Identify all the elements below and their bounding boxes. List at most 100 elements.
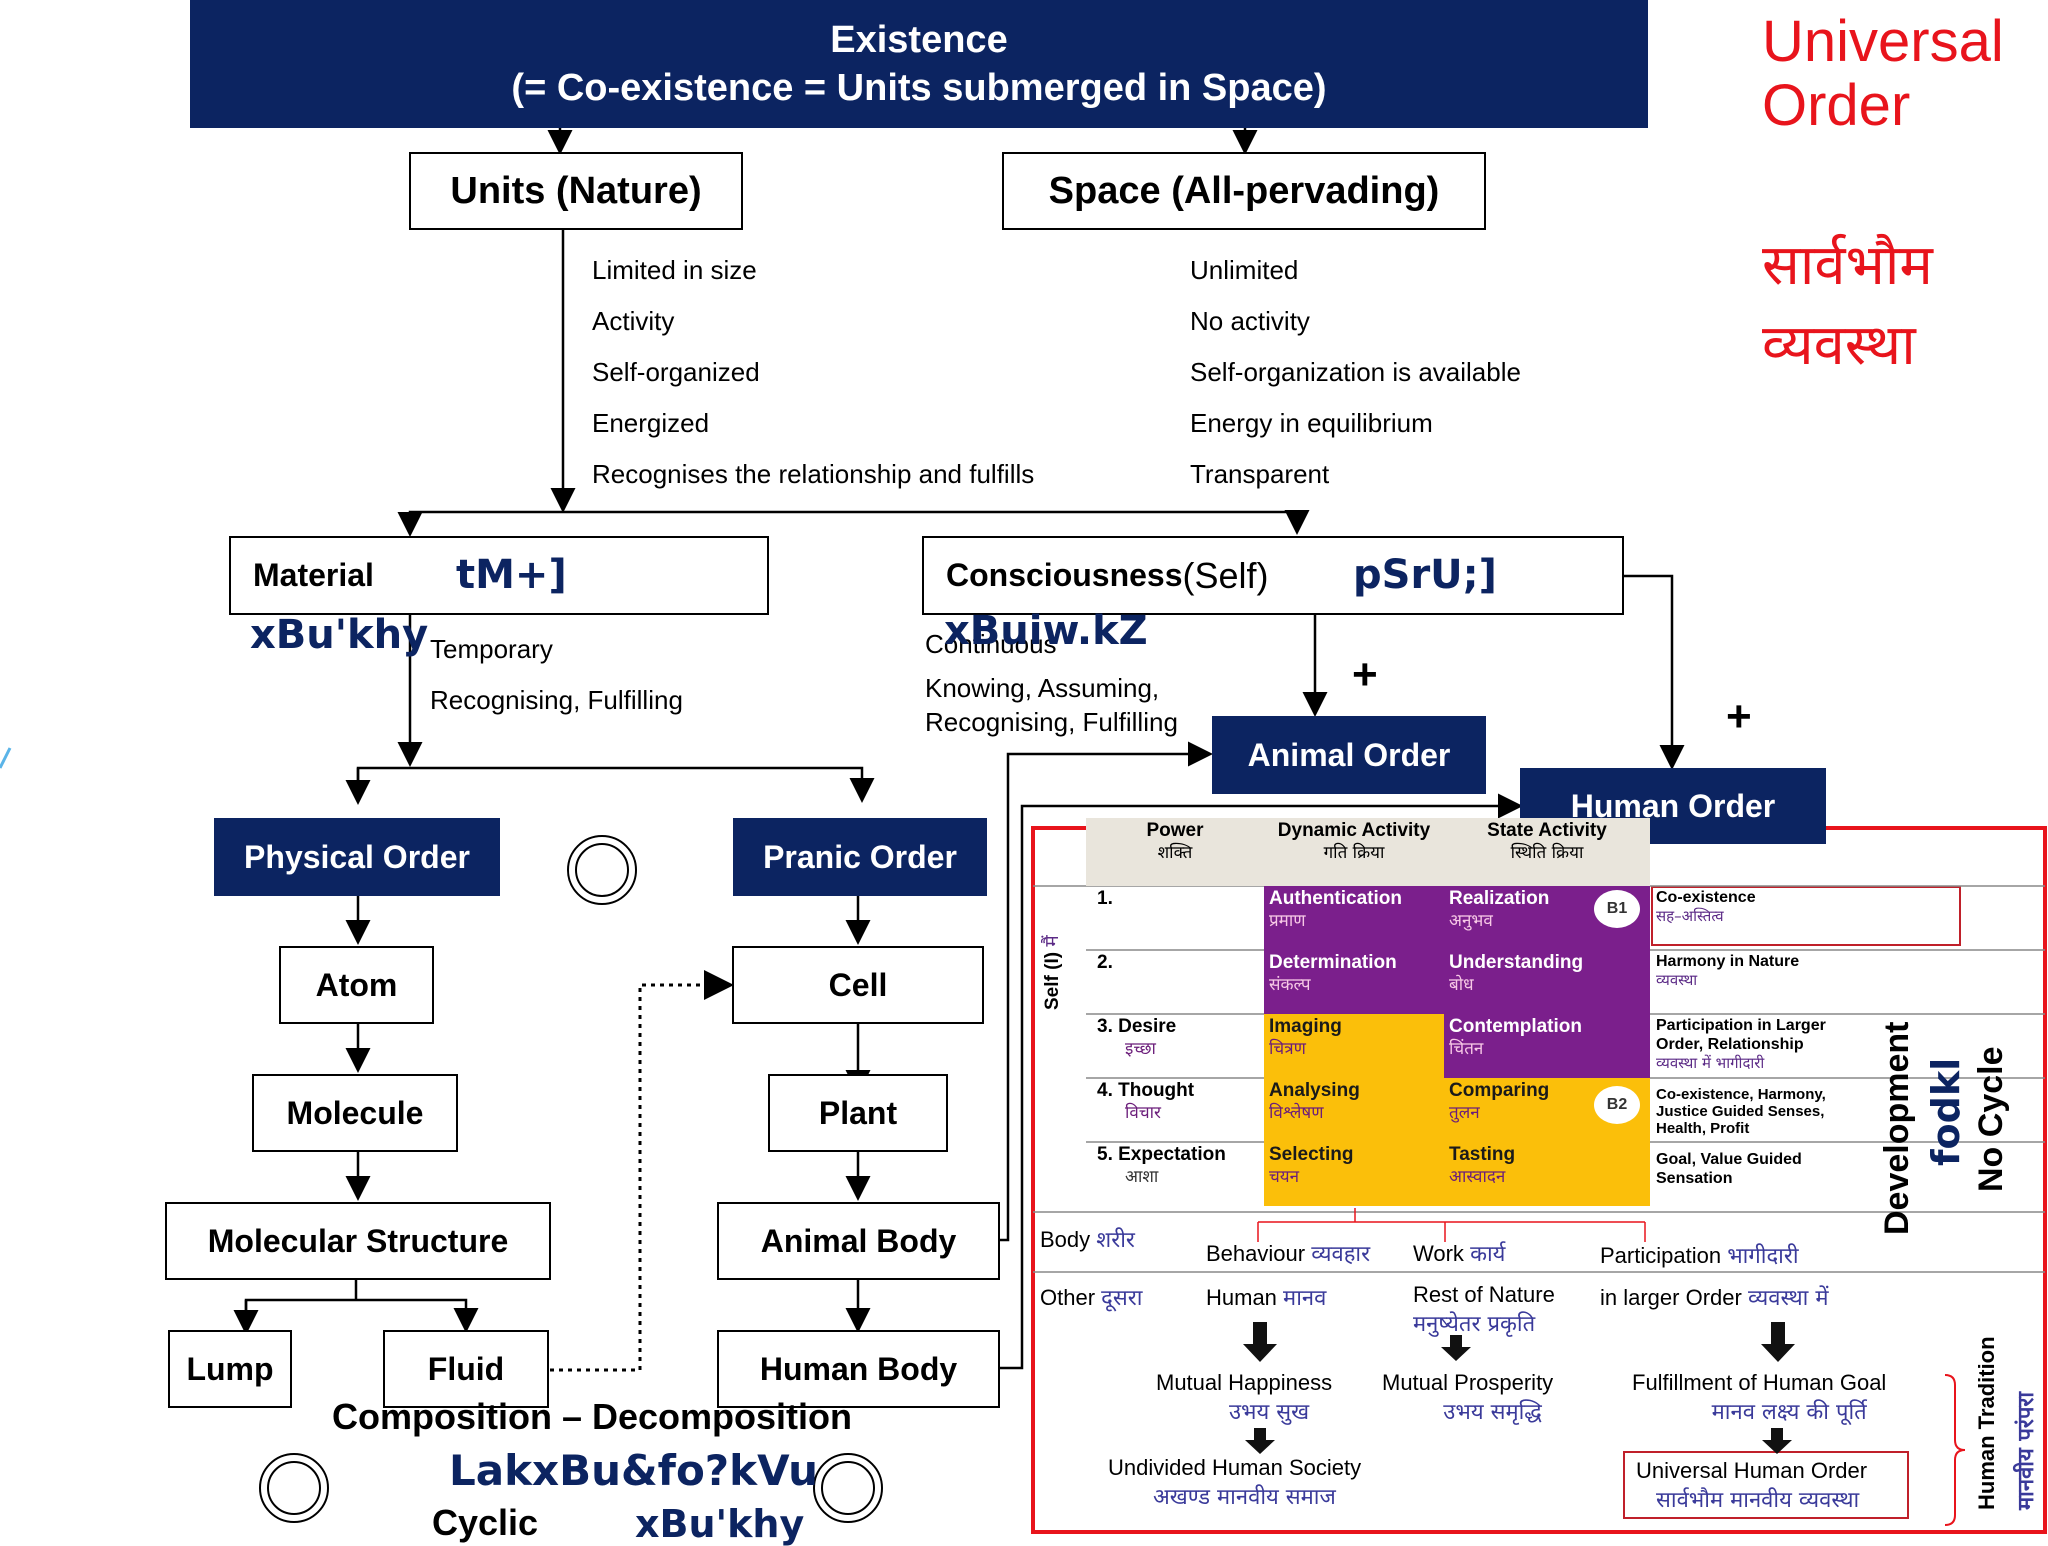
state-text: Contemplation — [1449, 1016, 1582, 1037]
development-glyph: fodkl — [1924, 1057, 1968, 1166]
material-label: Material — [253, 557, 374, 593]
header-state-en: State Activity — [1487, 820, 1607, 841]
self-label: Self (I) मैं — [1038, 935, 1064, 1010]
units-prop: Limited in size — [592, 255, 757, 285]
consciousness-glyph2: xBuiw.kZ — [944, 608, 1148, 654]
development-label: Development — [1878, 1021, 1916, 1236]
header-dynamic-en: Dynamic Activity — [1277, 820, 1431, 841]
title-hindi-block: सार्वभौम व्यवस्था — [1762, 226, 1933, 386]
participation-hi: भागीदारी — [1727, 1244, 1799, 1269]
material-glyph1: tM+] — [456, 552, 567, 598]
fulfillment-en: Fulfillment of Human Goal — [1632, 1370, 1887, 1395]
pranic-order-box: Pranic Order — [733, 818, 987, 896]
space-prop: Self-organization is available — [1190, 357, 1521, 387]
other-label: Other दूसरा — [1040, 1282, 1142, 1312]
header-dynamic: Dynamic Activity गति क्रिया — [1264, 818, 1444, 886]
space-prop: No activity — [1190, 306, 1310, 336]
consciousness-props: Continuous Knowing, Assuming, Recognisin… — [925, 627, 1178, 739]
mutual-happiness-en: Mutual Happiness — [1156, 1370, 1333, 1395]
consciousness-box: Consciousness(Self) — [922, 536, 1624, 615]
behaviour-en: Behaviour — [1206, 1241, 1306, 1266]
molecule-box: Molecule — [252, 1074, 458, 1152]
body-label: Body शरीर — [1040, 1224, 1135, 1254]
power-text: 1. — [1097, 888, 1113, 909]
power-text: 3. Desire — [1097, 1016, 1177, 1037]
dynamic-text: Selecting — [1269, 1144, 1354, 1165]
header-dynamic-hi: गति क्रिया — [1323, 843, 1385, 863]
body-hi: शरीर — [1096, 1228, 1135, 1253]
units-prop: Activity — [592, 306, 675, 336]
undivided-society-hi: अखण्ड मानवीय समाज — [1153, 1485, 1336, 1510]
physical-order-box: Physical Order — [214, 818, 500, 896]
other-en: Other — [1040, 1285, 1096, 1310]
lump-box: Lump — [168, 1330, 292, 1408]
space-prop: Transparent — [1190, 459, 1330, 489]
units-prop: Energized — [592, 408, 710, 438]
desc-cell: Participation in Larger Order, Relations… — [1656, 1016, 1862, 1073]
power-hi: आशा — [1125, 1167, 1159, 1187]
animal-order-box: Animal Order — [1212, 716, 1486, 794]
larger-order-en: in larger Order — [1600, 1285, 1742, 1310]
cyclic-glyph: xBu'khy — [635, 1502, 805, 1546]
power-text: 5. Expectation — [1097, 1144, 1226, 1165]
units-prop: Recognises the relationship and fulfills — [592, 459, 1035, 489]
space-prop: Unlimited — [1190, 255, 1299, 285]
mutual-prosperity-hi: उभय समृद्धि — [1443, 1400, 1542, 1425]
desc-hi: व्यवस्था में भागीदारी — [1656, 1054, 1765, 1072]
consciousness-prop: Knowing, Assuming, — [925, 673, 1160, 703]
material-box: Material — [229, 536, 769, 615]
material-prop: Recognising, Fulfilling — [430, 685, 683, 715]
header-state: State Activity स्थिति क्रिया — [1444, 818, 1650, 886]
power-cell: 1. — [1092, 886, 1264, 950]
cyclic-label: Cyclic — [432, 1502, 539, 1543]
consciousness-prop: Continuous — [925, 629, 1057, 659]
larger-order-label: in larger Order व्यवस्था में — [1600, 1282, 1829, 1312]
units-props: Limited in size Activity Self-organized … — [592, 245, 1034, 500]
desc-hi: सह–अस्तित्व — [1656, 907, 1724, 925]
participation-en: Participation — [1600, 1243, 1722, 1268]
universal-human-order-en: Universal Human Order — [1636, 1458, 1868, 1483]
self-label-en: Self (I) — [1042, 951, 1063, 1010]
desc-text: Co-existence, Harmony, Justice Guided Se… — [1656, 1086, 1826, 1137]
power-hi: विचार — [1125, 1103, 1162, 1123]
state-text: Understanding — [1449, 952, 1584, 973]
animal-body-box: Animal Body — [717, 1202, 1000, 1280]
self-label-hi: मैं — [1041, 935, 1063, 947]
desc-text: Participation in Larger Order, Relations… — [1656, 1017, 1826, 1053]
work-hi: कार्य — [1470, 1242, 1506, 1267]
dynamic-text: Analysing — [1269, 1080, 1360, 1101]
dynamic-hi: चयन — [1269, 1167, 1300, 1187]
composition-glyph: LakxBu&fo?kVu — [449, 1446, 818, 1495]
no-cycle-label: No Cycle — [1972, 1046, 2010, 1193]
composition-label: Composition – Decomposition — [332, 1396, 853, 1437]
desc-text: Goal, Value Guided Sensation — [1656, 1151, 1802, 1187]
state-text: Comparing — [1449, 1080, 1550, 1101]
rest-of-nature-hi: मनुष्येतर प्रकृति — [1413, 1312, 1536, 1337]
space-box: Space (All-pervading) — [1002, 152, 1486, 230]
human-label: Human मानव — [1206, 1282, 1326, 1312]
plus-sign: + — [1352, 650, 1378, 699]
human-tradition-label: Human Tradition — [1974, 1336, 1999, 1510]
plus-sign: + — [1726, 692, 1752, 741]
space-props: Unlimited No activity Self-organization … — [1190, 245, 1521, 500]
desc-cell: Goal, Value Guided Sensation — [1656, 1150, 1856, 1188]
atom-box: Atom — [279, 946, 434, 1024]
fluid-box: Fluid — [383, 1330, 549, 1408]
dynamic-hi: चित्रण — [1269, 1039, 1306, 1059]
existence-header: Existence (= Co-existence = Units submer… — [190, 0, 1648, 128]
undivided-society-en: Undivided Human Society — [1108, 1455, 1362, 1480]
desc-text: Harmony in Nature — [1656, 953, 1800, 970]
material-props: Temporary Recognising, Fulfilling — [430, 624, 683, 726]
header-state-hi: स्थिति क्रिया — [1510, 843, 1584, 863]
human-en: Human — [1206, 1285, 1277, 1310]
mutual-happiness-hi: उभय सुख — [1228, 1400, 1310, 1425]
